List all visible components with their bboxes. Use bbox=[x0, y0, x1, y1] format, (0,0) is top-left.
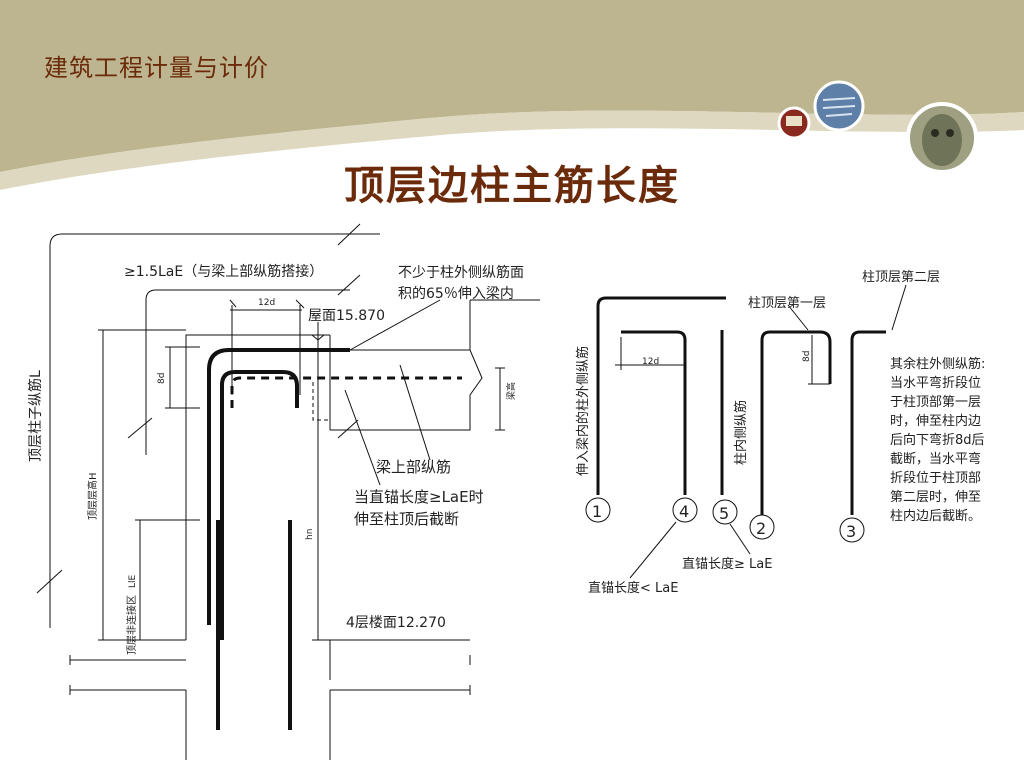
llE: LlE bbox=[128, 574, 138, 588]
dim-8d-left: 8d bbox=[157, 373, 167, 384]
number-circles bbox=[585, 497, 865, 543]
outer-column-bar bbox=[207, 348, 350, 625]
num-2: 2 bbox=[756, 519, 766, 538]
roof-level: 屋面15.870 bbox=[308, 308, 385, 324]
bar-4 bbox=[621, 330, 687, 495]
note-block: 其余柱外侧纵筋: 当水平弯折段位 于柱顶部第一层 时，伸至柱内边 后向下弯折8d… bbox=[890, 356, 985, 524]
right-rebar-shapes bbox=[596, 296, 886, 515]
anchor-lt: 直锚长度< LaE bbox=[588, 580, 678, 596]
ann-65-line1: 不少于柱外侧纵筋面 bbox=[398, 264, 524, 281]
note-line-6: 截断，当水平弯 bbox=[890, 451, 981, 467]
num-5: 5 bbox=[719, 504, 729, 523]
col-bar-L: 顶层柱子纵筋L bbox=[27, 370, 44, 462]
note-line-5: 后向下弯折8d后 bbox=[890, 432, 985, 448]
header-banner bbox=[0, 0, 1024, 210]
note-line-3: 于柱顶部第一层 bbox=[890, 395, 981, 410]
note-line-8: 第二层时，伸至 bbox=[890, 490, 981, 505]
straight-anchor-line1: 当直锚长度≥LaE时 bbox=[354, 488, 484, 506]
left-leaders bbox=[310, 299, 441, 486]
ann-65-line2: 积的65％伸入梁内 bbox=[398, 286, 514, 302]
inner-column-bar-top bbox=[220, 370, 299, 640]
non-splice-zone: 顶层非连接区 bbox=[125, 595, 138, 655]
note-line-9: 柱内边后截断。 bbox=[890, 508, 981, 524]
bar-2 bbox=[760, 330, 832, 515]
note-line-1: 其余柱外侧纵筋: bbox=[890, 356, 985, 372]
note-line-7: 折段位于柱顶部 bbox=[890, 471, 981, 486]
num-3: 3 bbox=[846, 522, 856, 541]
bar-1 bbox=[596, 296, 726, 495]
right-dims bbox=[615, 284, 907, 579]
num-4: 4 bbox=[679, 502, 689, 521]
ann-15lae: ≥1.5LaE（与梁上部纵筋搭接） bbox=[124, 263, 323, 280]
beam-top-bar: 梁上部纵筋 bbox=[376, 458, 451, 476]
hn: hn bbox=[305, 529, 315, 540]
dim-8d-right: 8d bbox=[802, 351, 812, 362]
beam-top-bar-dashed bbox=[230, 376, 462, 408]
bar1-label: 伸入梁内的柱外侧纵筋 bbox=[575, 346, 591, 476]
left-rebars bbox=[207, 348, 350, 730]
num-1: 1 bbox=[592, 502, 602, 521]
dim-12d-right: 12d bbox=[642, 357, 659, 367]
story-height: 顶层层高H bbox=[86, 472, 99, 520]
left-detail-drawing bbox=[36, 223, 540, 760]
col-top-layer1: 柱顶层第一层 bbox=[748, 296, 826, 311]
course-title: 建筑工程计量与计价 bbox=[44, 54, 269, 82]
note-line-4: 时，伸至柱内边 bbox=[890, 413, 981, 429]
col-top-layer2: 柱顶层第二层 bbox=[862, 270, 940, 285]
floor-level: 4层楼面12.270 bbox=[346, 615, 446, 631]
dashed-inner bbox=[312, 382, 330, 421]
bar-inner-label: 柱内侧纵筋 bbox=[733, 400, 749, 465]
beam-height: 梁高 bbox=[505, 382, 517, 400]
slide-title: 顶层边柱主筋长度 bbox=[344, 162, 680, 209]
straight-anchor-line2: 伸至柱顶后截断 bbox=[354, 510, 459, 528]
decor-circles bbox=[777, 80, 978, 174]
dim-12d-left: 12d bbox=[258, 298, 275, 308]
bar-3 bbox=[850, 330, 886, 515]
anchor-ge: 直锚长度≥ LaE bbox=[682, 556, 772, 572]
note-line-2: 当水平弯折段位 bbox=[890, 375, 981, 391]
